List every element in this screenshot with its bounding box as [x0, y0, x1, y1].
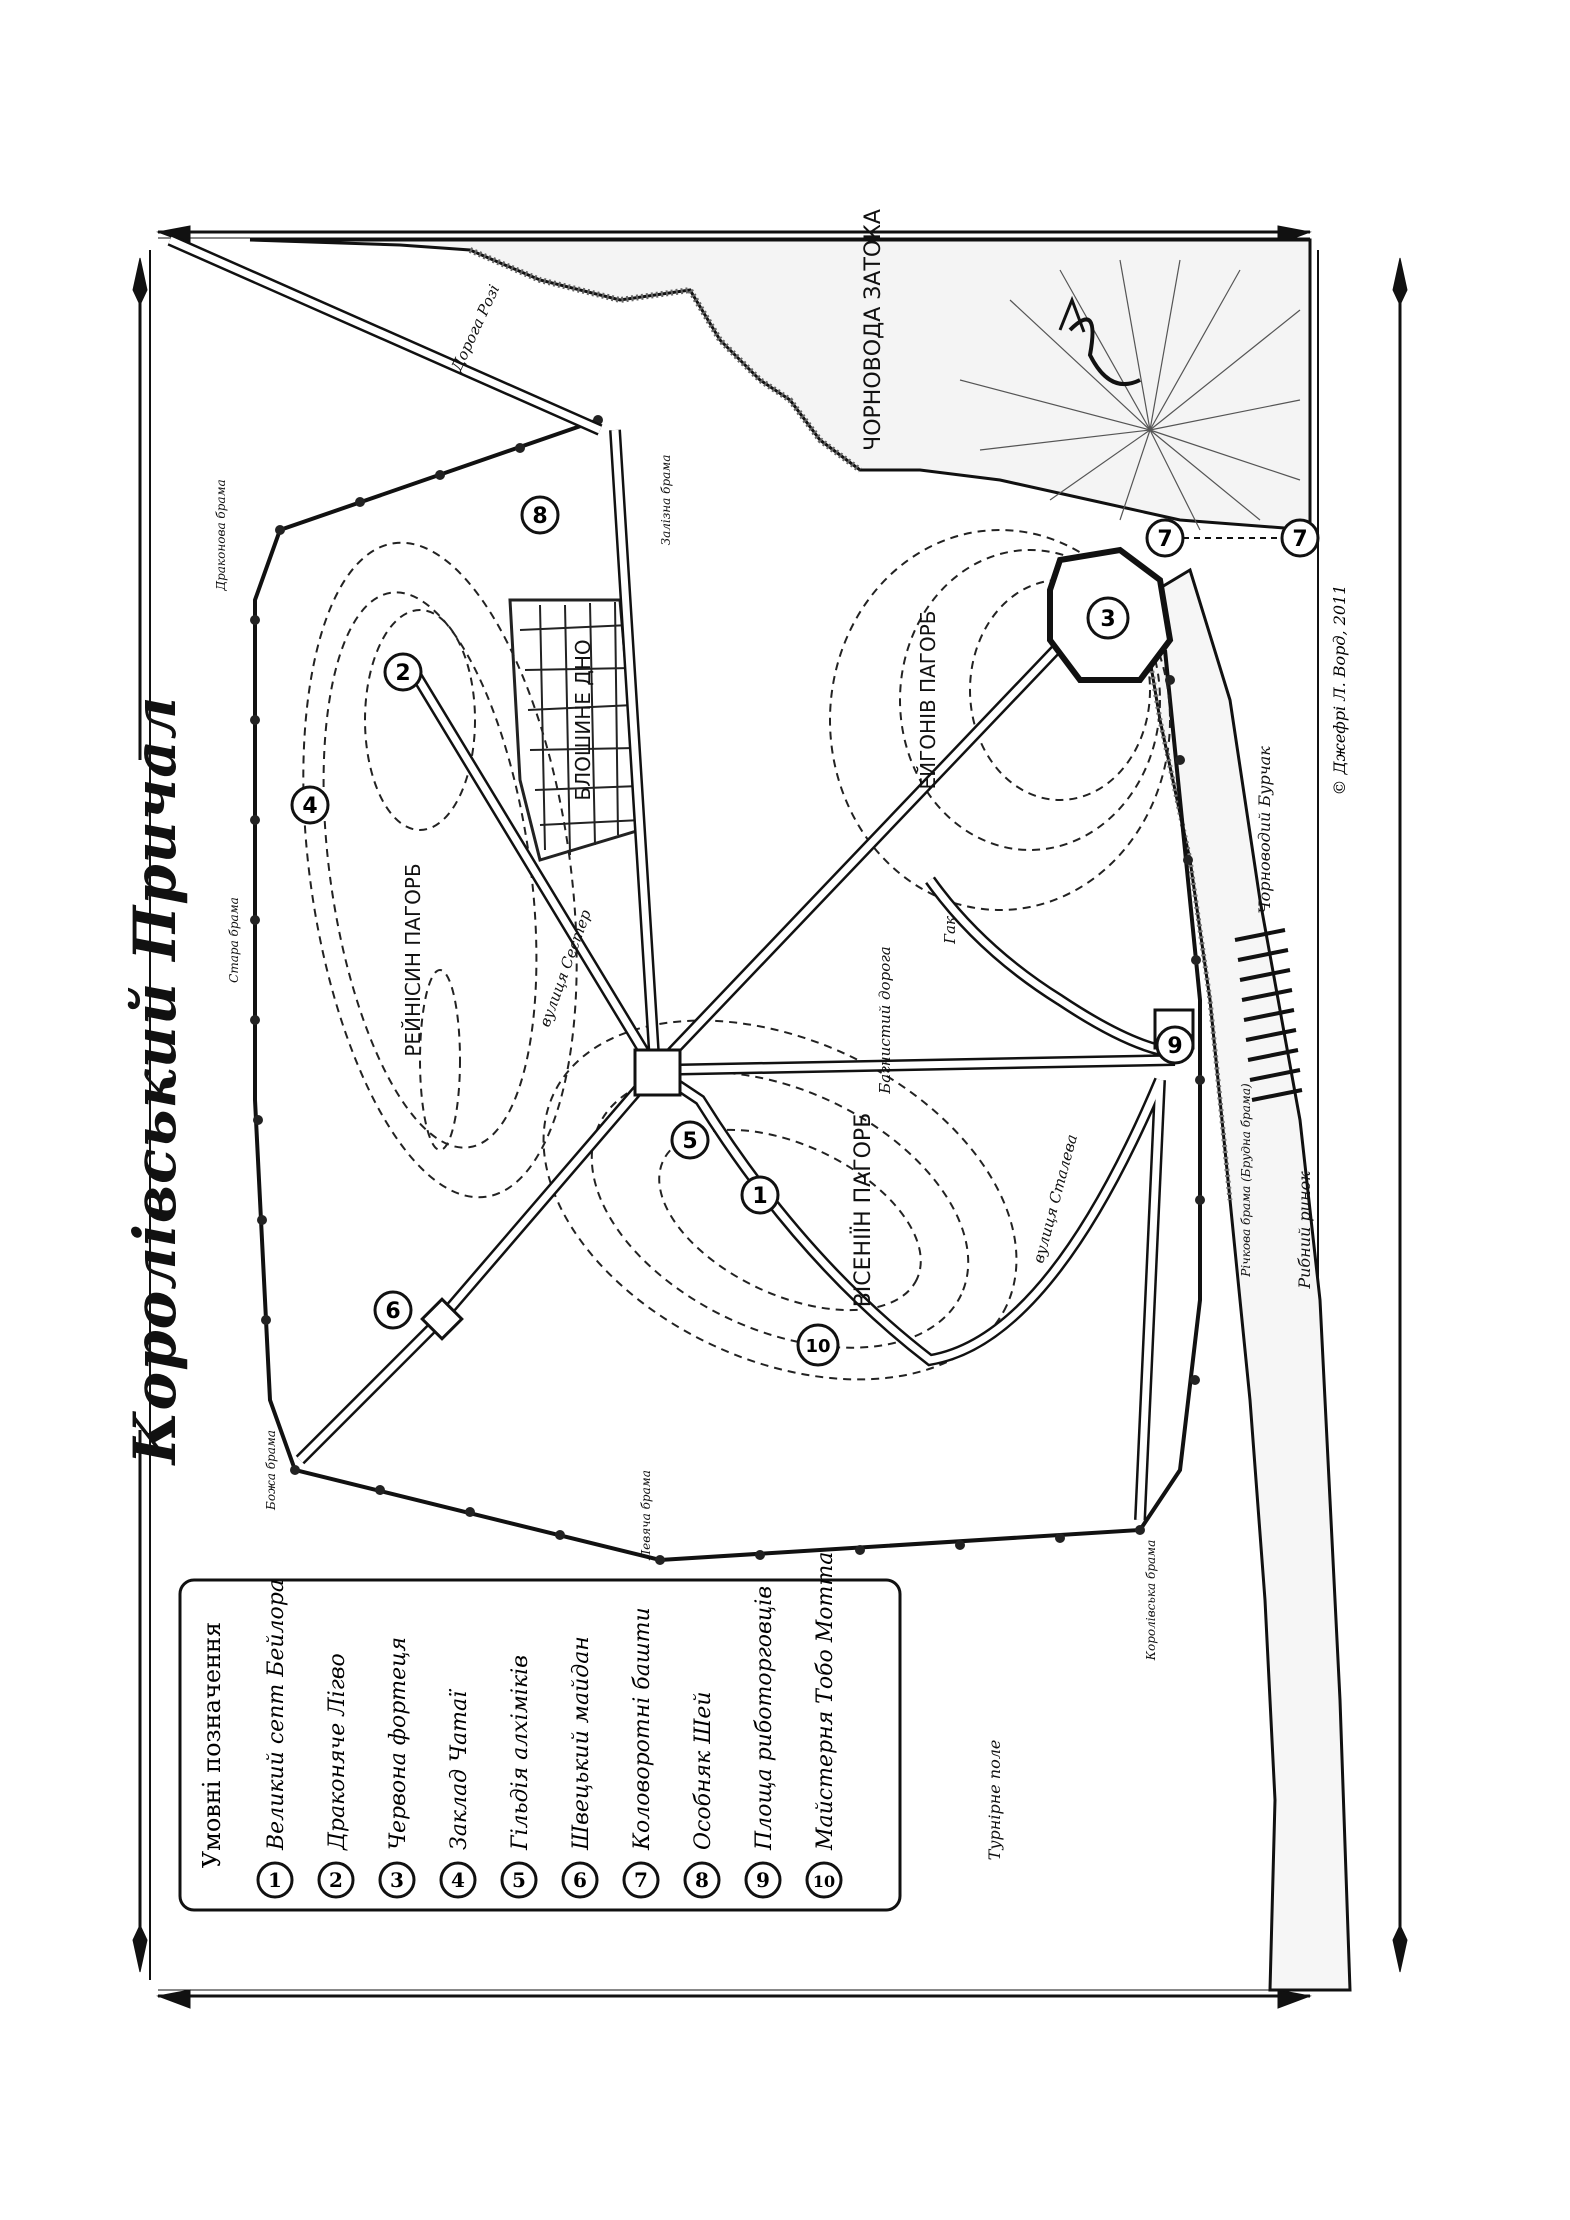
legend-number-circle — [561, 1861, 599, 1899]
label-street-hook: Гак — [941, 916, 959, 945]
legend-number: 1 — [268, 1868, 282, 1892]
legend-number: 8 — [695, 1868, 709, 1892]
bay — [249, 238, 1312, 532]
legend-item: 5 Гільдія алхіміків — [500, 1655, 538, 1899]
legend-label: Гільдія алхіміків — [508, 1655, 533, 1851]
copyright: © Джефрі Л. Ворд, 2011 — [1330, 585, 1349, 796]
legend-number: 3 — [390, 1868, 404, 1892]
legend-number-circle — [683, 1861, 721, 1899]
legend-number: 9 — [756, 1868, 770, 1892]
legend-item: 1 Великий септ Бейлора — [256, 1579, 294, 1899]
legend-number-circle — [439, 1861, 477, 1899]
svg-text:5: 5 — [682, 1129, 697, 1154]
marker-5: 5 — [670, 1120, 710, 1160]
legend-label: Червона фортеця — [386, 1637, 411, 1850]
label-gate-old: Стара брама — [227, 897, 241, 983]
map-labels: РЕЙНІСИН ПАГОРБ ВІСЕНІЇН ПАГОРБ ЕЙГОНІВ … — [401, 209, 940, 1307]
label-fish-market: Рибний ринок — [1295, 1171, 1314, 1290]
svg-text:3: 3 — [1100, 607, 1115, 632]
docks — [1234, 928, 1303, 1102]
legend-number: 5 — [512, 1868, 526, 1892]
label-aegon-hill: ЕЙГОНІВ ПАГОРБ — [916, 611, 940, 790]
legend-label: Драконяче Лігво — [325, 1653, 350, 1851]
marker-6: 6 — [373, 1290, 413, 1330]
city-wall — [250, 415, 1205, 1565]
svg-text:7: 7 — [1292, 527, 1307, 552]
label-gate-river: Річкова брама (Брудна брама) — [1239, 1083, 1253, 1278]
label-gate-gods: Божа брама — [264, 1430, 278, 1511]
svg-text:1: 1 — [752, 1184, 767, 1209]
marker-7-keep: 7 — [1145, 518, 1185, 558]
legend-items: 1 Великий септ Бейлора 2 Драконяче Лігво 3 Че… — [256, 1552, 843, 1899]
label-gate-iron: Залізна брама — [659, 455, 673, 546]
legend-item: 6 Швецький майдан — [561, 1636, 599, 1899]
svg-text:6: 6 — [385, 1299, 400, 1324]
legend-label: Майстерня Тобо Мотта — [813, 1552, 838, 1851]
label-rhaenys-hill: РЕЙНІСИН ПАГОРБ — [401, 863, 425, 1056]
legend-item: 10 Майстерня Тобо Мотта — [805, 1552, 843, 1899]
flea-bottom — [508, 598, 642, 862]
legend-heading: Умовні позначення — [198, 1622, 226, 1868]
label-river: Чорноводий Бурчак — [1255, 746, 1274, 914]
legend-label: Заклад Чатаї — [447, 1688, 472, 1850]
legend-number: 4 — [451, 1868, 465, 1892]
marker-1: 1 — [740, 1175, 780, 1215]
marker-8: 8 — [520, 495, 560, 535]
svg-text:7: 7 — [1157, 527, 1172, 552]
map-frame — [149, 225, 1319, 2009]
label-visenya-hill: ВІСЕНІЇН ПАГОРБ — [850, 1113, 876, 1308]
legend-label: Площа риботорговців — [752, 1586, 777, 1851]
label-bay: ЧОРНОВОДА ЗАТОКА — [861, 209, 886, 451]
legend-item: 9 Площа риботорговців — [744, 1586, 782, 1899]
legend-item: 2 Драконяче Лігво — [317, 1653, 355, 1899]
marker-4: 4 — [290, 785, 330, 825]
legend-number-circle — [317, 1861, 355, 1899]
label-street-muddy: Багнистий дорога — [876, 946, 894, 1095]
marker-2: 2 — [383, 652, 423, 692]
svg-text:9: 9 — [1167, 1034, 1182, 1059]
legend-item: 7 Коловоротні башти — [622, 1607, 660, 1899]
legend-label: Коловоротні башти — [630, 1607, 655, 1851]
svg-text:10: 10 — [805, 1336, 830, 1357]
legend-label: Швецький майдан — [569, 1636, 594, 1851]
compass-rose — [959, 259, 1301, 531]
svg-text:2: 2 — [395, 661, 410, 686]
legend-number-circle — [744, 1861, 782, 1899]
marker-9: 9 — [1155, 1025, 1195, 1065]
svg-text:4: 4 — [302, 794, 317, 819]
legend-label: Особняк Шей — [691, 1691, 716, 1850]
markers: 1 2 3 4 5 6 7 — [290, 495, 1320, 1367]
label-gate-lion: Левяча брама — [639, 1470, 653, 1561]
legend-item: 3 Червона фортеця — [378, 1637, 416, 1899]
legend-number: 2 — [329, 1868, 343, 1892]
label-road-gods: Дорога Розі — [447, 282, 503, 375]
marker-3: 3 — [1086, 596, 1130, 640]
label-tourney: Турнірне поле — [985, 1740, 1004, 1861]
legend-label: Великий септ Бейлора — [264, 1579, 289, 1851]
svg-text:8: 8 — [532, 504, 547, 529]
marker-7-river: 7 — [1183, 518, 1320, 558]
legend-item: 4 Заклад Чатаї — [439, 1688, 477, 1899]
legend-number-circle — [500, 1861, 538, 1899]
label-flea-bottom: БЛОШИНЕ ДНО — [571, 639, 595, 800]
legend-number-circle — [622, 1861, 660, 1899]
legend-number: 6 — [573, 1868, 587, 1892]
legend-number: 7 — [634, 1868, 648, 1892]
legend-number-circle — [378, 1861, 416, 1899]
legend-number-circle — [256, 1861, 294, 1899]
marker-10: 10 — [796, 1323, 840, 1367]
legend: Умовні позначення 1 Великий септ Бейлора 2… — [178, 1552, 902, 1912]
label-gate-king: Королівська брама — [1144, 1540, 1158, 1662]
legend-item: 8 Особняк Шей — [683, 1691, 721, 1899]
label-gate-dragon: Драконова брама — [214, 479, 228, 591]
squares — [420, 1008, 1195, 1341]
legend-number: 10 — [813, 1872, 835, 1891]
streets-inner — [168, 236, 1176, 1521]
title-ornaments — [132, 257, 1408, 1973]
legend-number-circle — [805, 1861, 843, 1899]
